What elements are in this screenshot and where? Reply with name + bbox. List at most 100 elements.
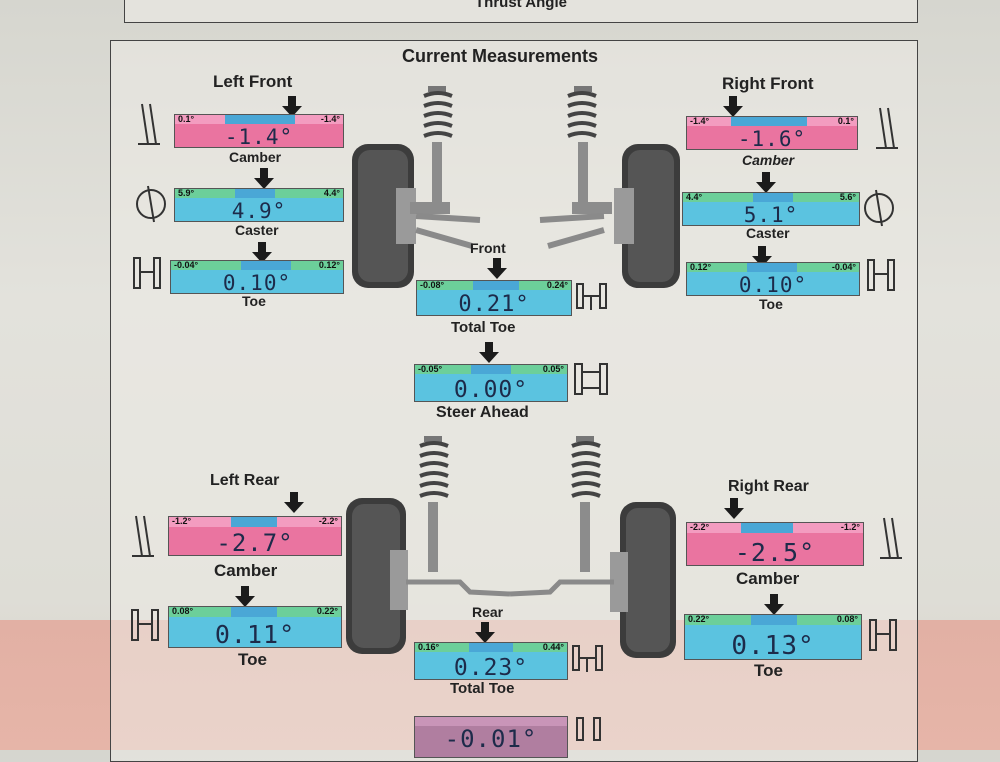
right-front-caster-label: Caster — [746, 225, 790, 241]
thrust-angle-gauge: -0.01° — [414, 716, 568, 758]
rear-total-toe-max: 0.44° — [542, 642, 564, 652]
rear-total-toe-gauge: 0.16° 0.44° 0.23° — [414, 642, 568, 680]
front-total-toe-header: Front — [470, 240, 506, 256]
right-front-caster-gauge: 4.4° 5.6° 5.1° — [682, 192, 860, 226]
wheel-icon — [610, 502, 676, 658]
left-rear-toe-label: Toe — [238, 650, 267, 669]
left-front-toe-max: 0.12° — [318, 260, 340, 270]
right-rear-camber-min: -2.2° — [690, 522, 710, 532]
left-rear-toe-max: 0.22° — [316, 606, 338, 616]
rear-total-toe-label: Total Toe — [450, 680, 515, 697]
left-front-camber-label: Camber — [229, 149, 282, 165]
right-front-toe-gauge: 0.12° -0.04° 0.10° — [686, 262, 860, 296]
thrust-angle-box: Thrust Angle — [124, 0, 918, 23]
left-front-toe-gauge: -0.04° 0.12° 0.10° — [170, 260, 344, 294]
rear-suspension-icon — [346, 436, 676, 658]
thrust-angle-value: -0.01° — [444, 725, 538, 753]
thrust-angle-icon — [574, 714, 604, 749]
right-rear-toe-min: 0.22° — [688, 614, 710, 624]
left-front-toe-label: Toe — [242, 293, 266, 309]
left-front-camber-max: -1.4° — [320, 114, 340, 124]
steer-ahead-max: 0.05° — [542, 364, 564, 374]
steer-ahead-icon — [572, 360, 612, 405]
toe-icon — [866, 616, 902, 661]
steer-ahead-label: Steer Ahead — [436, 404, 529, 421]
suspension-strut-icon — [419, 436, 449, 572]
total-toe-icon — [574, 280, 610, 319]
front-total-toe-gauge: -0.08° 0.24° 0.21° — [416, 280, 572, 316]
left-rear-camber-value: -2.7° — [216, 529, 294, 556]
toe-icon — [864, 256, 900, 301]
wheel-icon — [346, 498, 408, 654]
suspension-strut-icon — [571, 436, 601, 572]
left-front-camber-value: -1.4° — [224, 125, 294, 148]
camber-icon — [136, 103, 162, 153]
left-front-caster-value: 4.9° — [231, 199, 287, 222]
front-suspension-icon — [352, 86, 680, 288]
right-rear-toe-label: Toe — [754, 661, 783, 680]
left-rear-toe-min: 0.08° — [172, 606, 194, 616]
left-front-toe-value: 0.10° — [222, 271, 292, 294]
left-front-caster-label: Caster — [235, 222, 279, 238]
front-total-toe-label: Total Toe — [451, 319, 516, 336]
left-front-toe-min: -0.04° — [174, 260, 199, 270]
caster-icon — [862, 188, 896, 231]
left-rear-camber-gauge: -1.2° -2.2° -2.7° — [168, 516, 342, 556]
left-rear-camber-min: -1.2° — [172, 516, 192, 526]
left-rear-toe-value: 0.11° — [214, 620, 296, 648]
front-total-toe-value: 0.21° — [458, 292, 530, 316]
right-front-toe-max: -0.04° — [831, 262, 856, 272]
left-rear-title: Left Rear — [210, 472, 280, 489]
steer-ahead-value: 0.00° — [453, 377, 529, 402]
toe-icon — [128, 606, 164, 651]
steer-ahead-gauge: -0.05° 0.05° 0.00° — [414, 364, 568, 402]
rear-total-toe-min: 0.16° — [418, 642, 440, 652]
total-toe-icon — [570, 642, 606, 681]
thrust-angle-title: Thrust Angle — [475, 0, 567, 11]
right-front-camber-value: -1.6° — [737, 127, 807, 150]
right-rear-camber-label: Camber — [736, 569, 800, 588]
right-front-camber-label: Camber — [742, 152, 795, 168]
wheel-icon — [614, 144, 680, 288]
right-rear-toe-max: 0.08° — [836, 614, 858, 624]
caster-icon — [134, 184, 168, 227]
suspension-strut-icon — [567, 86, 612, 214]
right-rear-camber-value: -2.5° — [734, 538, 816, 566]
left-rear-camber-label: Camber — [214, 561, 278, 580]
left-front-caster-min: 5.9° — [178, 188, 195, 198]
right-front-toe-value: 0.10° — [738, 273, 808, 296]
camber-icon — [874, 107, 900, 157]
rear-total-toe-value: 0.23° — [453, 655, 529, 680]
toe-icon — [130, 254, 166, 299]
camber-icon — [130, 515, 156, 565]
camber-icon — [878, 517, 904, 567]
right-rear-toe-value: 0.13° — [731, 631, 815, 660]
right-front-toe-label: Toe — [759, 296, 783, 312]
right-rear-camber-gauge: -2.2° -1.2° -2.5° — [686, 522, 864, 566]
right-front-caster-min: 4.4° — [686, 192, 703, 202]
right-front-camber-min: -1.4° — [690, 116, 710, 126]
right-front-toe-min: 0.12° — [690, 262, 712, 272]
left-front-caster-gauge: 5.9° 4.4° 4.9° — [174, 188, 344, 222]
rear-total-toe-header: Rear — [472, 604, 504, 620]
left-front-camber-gauge: 0.1° -1.4° -1.4° — [174, 114, 344, 148]
right-front-title: Right Front — [722, 74, 814, 93]
right-rear-title: Right Rear — [728, 478, 809, 495]
right-front-camber-gauge: -1.4° 0.1° -1.6° — [686, 116, 858, 150]
right-rear-toe-gauge: 0.22° 0.08° 0.13° — [684, 614, 862, 660]
left-rear-camber-max: -2.2° — [318, 516, 338, 526]
right-front-camber-max: 0.1° — [837, 116, 854, 126]
right-rear-camber-max: -1.2° — [840, 522, 860, 532]
left-front-title: Left Front — [213, 72, 293, 91]
left-front-caster-max: 4.4° — [323, 188, 340, 198]
page-title: Current Measurements — [401, 46, 599, 66]
right-front-caster-value: 5.1° — [743, 203, 799, 226]
left-rear-toe-gauge: 0.08° 0.22° 0.11° — [168, 606, 342, 648]
left-front-camber-min: 0.1° — [178, 114, 195, 124]
front-total-toe-max: 0.24° — [546, 280, 568, 290]
suspension-strut-icon — [410, 86, 453, 214]
steer-ahead-min: -0.05° — [418, 364, 443, 374]
right-front-caster-max: 5.6° — [839, 192, 856, 202]
wheel-icon — [352, 144, 416, 288]
front-total-toe-min: -0.08° — [420, 280, 445, 290]
